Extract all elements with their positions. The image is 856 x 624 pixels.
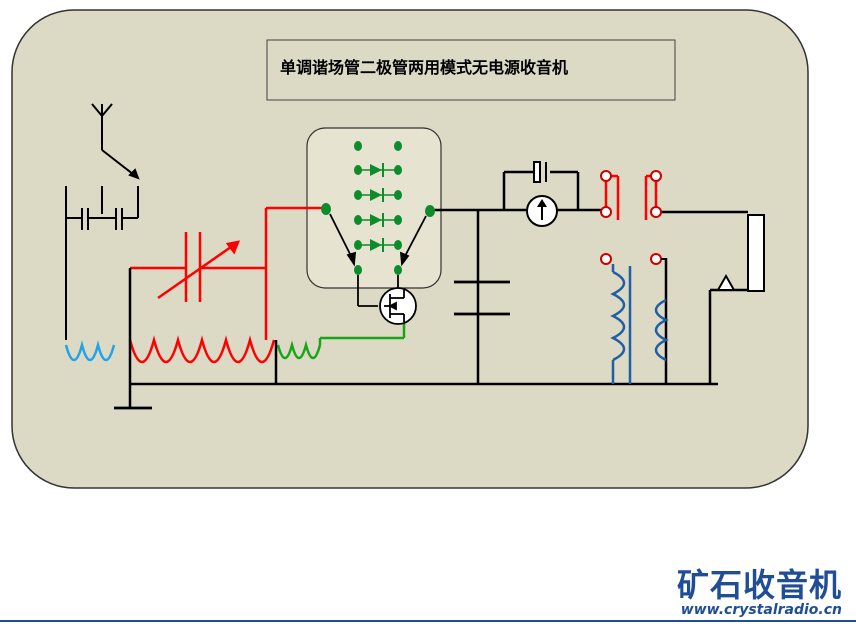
- footer-rule: [0, 620, 856, 622]
- meter-icon: [526, 195, 558, 227]
- brand-logo-name: 矿石收音机: [676, 566, 842, 604]
- output-switch: [600, 170, 666, 265]
- transformer-icon: [610, 264, 669, 384]
- switch-arms: [329, 213, 427, 267]
- title-box: [266, 39, 676, 101]
- diode-icon: [358, 163, 398, 252]
- coil-red-section: [128, 335, 276, 363]
- antenna-coupling-capacitors: [65, 186, 139, 340]
- coil-green-section: [276, 340, 322, 360]
- meter-shunt-capacitor: [533, 161, 547, 183]
- jfet-icon: [357, 275, 417, 325]
- switch-contacts: [321, 141, 435, 275]
- brand-logo-url: www.crystalradio.cn: [680, 602, 842, 618]
- capacitor-icon: [454, 280, 510, 316]
- earphone-icon: [716, 214, 765, 292]
- coil-blue-section: [64, 340, 116, 362]
- antenna-icon: [91, 103, 140, 180]
- variable-capacitor-icon: [130, 206, 324, 340]
- diagram-title: 单调谐场管二极管两用模式无电源收音机: [280, 58, 569, 77]
